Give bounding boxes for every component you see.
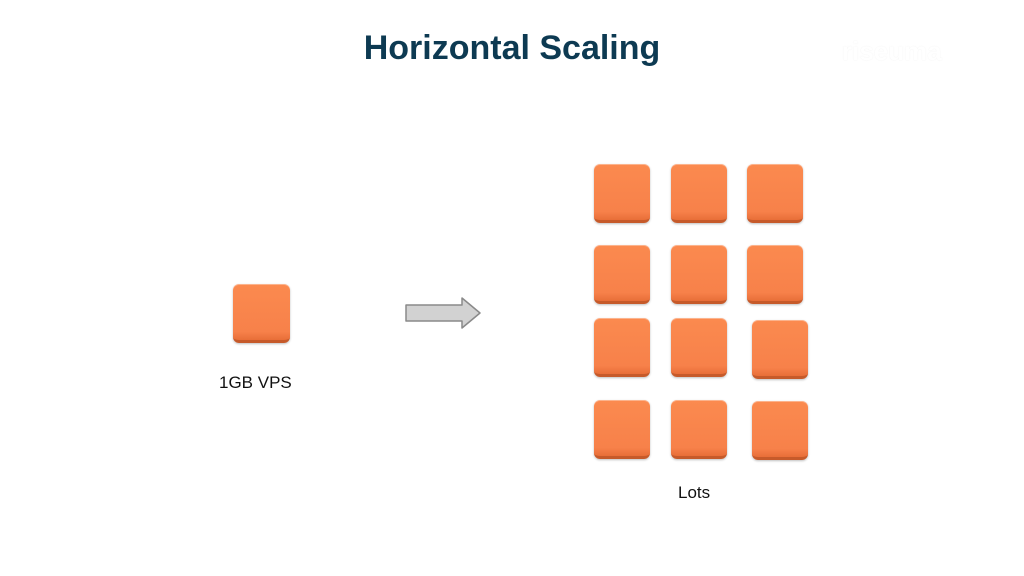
server-grid-label: Lots xyxy=(678,483,711,502)
right-arrow-icon xyxy=(405,297,481,329)
server-instance xyxy=(752,320,808,379)
server-instance xyxy=(671,318,727,377)
slide-title: Horizontal Scaling xyxy=(363,29,661,67)
server-instance xyxy=(594,400,650,459)
server-instance xyxy=(594,164,650,223)
server-instance xyxy=(594,318,650,377)
server-instance xyxy=(671,245,727,304)
server-instance xyxy=(747,164,803,223)
single-server-label: 1GB VPS xyxy=(219,373,292,392)
server-instance xyxy=(747,245,803,304)
server-instance xyxy=(671,400,727,459)
server-instance xyxy=(671,164,727,223)
single-server-instance xyxy=(233,284,290,343)
logo-watermark: riseuma xyxy=(842,36,942,66)
server-instance xyxy=(594,245,650,304)
server-instance xyxy=(752,401,808,460)
